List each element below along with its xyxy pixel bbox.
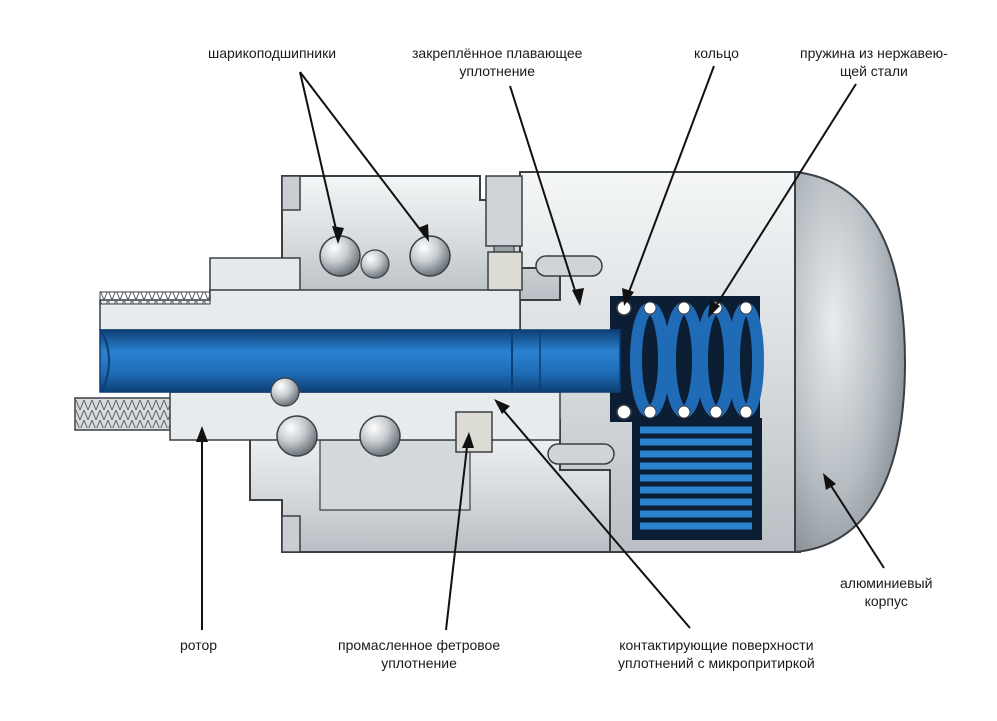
- leader-floating-seal: [509, 85, 579, 301]
- label-felt-seal: промасленное фетровое уплотнение: [338, 636, 500, 672]
- arrow-ring: [622, 288, 634, 306]
- label-ring-text: кольцо: [694, 45, 739, 61]
- leader-contact-surfaces: [497, 403, 691, 629]
- arrow-floating-seal: [572, 288, 584, 306]
- arrow-bearings-1: [332, 226, 344, 244]
- ring-seal-bottom: [616, 404, 632, 420]
- ball-upper-2: [360, 249, 390, 279]
- label-contact-surfaces-line2: уплотнений с микропритиркой: [618, 655, 815, 671]
- label-housing: алюминиевый корпус: [840, 574, 932, 610]
- label-floating-seal-line2: уплотнение: [459, 63, 536, 79]
- arrowheads: [196, 224, 836, 490]
- leader-bearings-2: [299, 71, 426, 237]
- leader-felt-seal: [445, 437, 469, 631]
- ball-lower-2: [359, 415, 401, 457]
- floating-seal: [487, 251, 523, 291]
- ball-bearings: [270, 235, 451, 457]
- lower-pin: [547, 443, 615, 465]
- ball-upper-1: [319, 235, 361, 277]
- label-housing-line1: алюминиевый: [840, 575, 933, 591]
- label-ball-bearings: шарикоподшипники: [208, 44, 336, 62]
- felt-seal: [455, 411, 493, 453]
- threaded-port: [640, 426, 752, 530]
- arrow-rotor: [196, 426, 208, 442]
- label-floating-seal-line1: закреплённое плавающее: [412, 45, 583, 61]
- label-floating-seal: закреплённое плавающее уплотнение: [412, 44, 582, 80]
- label-spring: пружина из нержавею- щей стали: [800, 44, 948, 80]
- leader-lines: [201, 65, 885, 631]
- label-felt-seal-line1: промасленное фетровое: [338, 637, 501, 653]
- ball-lower-1: [276, 415, 318, 457]
- stainless-spring: [630, 301, 764, 530]
- leader-housing: [825, 477, 885, 569]
- label-housing-line2: корпус: [864, 593, 908, 609]
- arrow-spring: [708, 300, 720, 318]
- arrow-bearings-2: [418, 224, 429, 242]
- label-rotor: ротор: [180, 636, 217, 654]
- label-spring-line2: щей стали: [839, 63, 908, 79]
- leader-bearings-1: [299, 71, 339, 239]
- ball-upper-3: [409, 235, 451, 277]
- label-felt-seal-line2: уплотнение: [381, 655, 457, 671]
- arrow-housing: [823, 473, 836, 490]
- leader-ring: [625, 65, 715, 301]
- lower-bearing-housing: [249, 419, 611, 553]
- label-spring-line1: пружина из нержавею-: [800, 45, 948, 61]
- label-contact-surfaces: контактирующие поверхности уплотнений с …: [618, 636, 815, 672]
- arrow-felt-seal: [462, 432, 474, 448]
- leader-spring: [711, 83, 857, 313]
- label-contact-surfaces-line1: контактирующие поверхности: [619, 637, 814, 653]
- label-ball-bearings-text: шарикоподшипники: [208, 45, 337, 61]
- arrow-contact-surfaces: [494, 399, 510, 414]
- label-rotor-text: ротор: [180, 637, 218, 653]
- ball-lower-0: [270, 377, 300, 407]
- upper-pin: [535, 255, 603, 277]
- label-ring: кольцо: [694, 44, 739, 62]
